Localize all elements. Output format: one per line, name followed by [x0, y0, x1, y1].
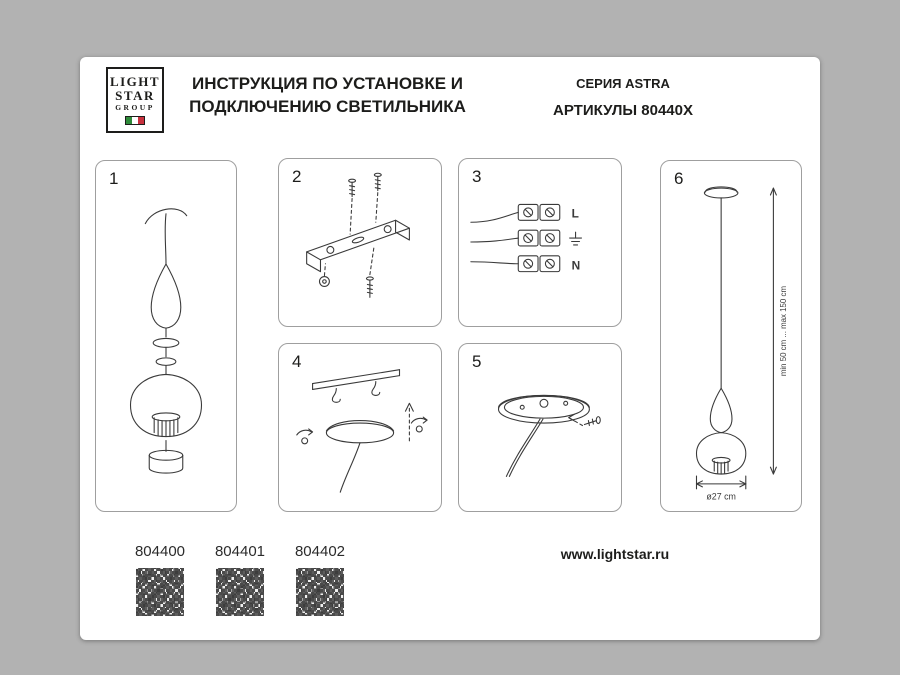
article-column: 804401: [200, 543, 280, 616]
side-screw-icon: [568, 413, 601, 427]
step-panel-2: 2: [278, 158, 442, 327]
instruction-sheet: LIGHT STAR GROUP ИНСТРУКЦИЯ ПО УСТАНОВКЕ…: [80, 57, 820, 640]
italian-flag-icon: [125, 115, 145, 125]
diameter-dimension-label: ø27 cm: [706, 492, 736, 502]
article-number: 804401: [214, 543, 266, 560]
step-panel-5: 5: [458, 343, 622, 512]
logo-line-group: GROUP: [115, 103, 155, 113]
screw-icon: [348, 178, 357, 198]
lightstar-logo: LIGHT STAR GROUP: [106, 67, 164, 133]
website-url: www.lightstar.ru: [560, 546, 670, 562]
page-title: ИНСТРУКЦИЯ ПО УСТАНОВКЕ И ПОДКЛЮЧЕНИЮ СВ…: [180, 72, 475, 119]
series-block: СЕРИЯ ASTRA АРТИКУЛЫ 80440X: [518, 76, 728, 119]
series-name: СЕРИЯ ASTRA: [576, 76, 670, 91]
step-number-5: 5: [472, 352, 482, 371]
canopy-mounting-diagram: [296, 369, 428, 493]
step-number-4: 4: [292, 352, 302, 371]
title-line-1: ИНСТРУКЦИЯ ПО УСТАНОВКЕ И: [192, 74, 463, 93]
step-panel-3: 3 L: [458, 158, 622, 327]
article-number: 804402: [294, 543, 346, 560]
step-panel-4: 4: [278, 343, 442, 512]
series-articles: АРТИКУЛЫ 80440X: [553, 102, 693, 119]
screw-icon: [373, 172, 382, 192]
step-number-3: 3: [472, 167, 482, 186]
live-wire-label: L: [572, 206, 579, 220]
height-dimension-label: min 50 cm ... max 150 cm: [779, 286, 788, 377]
step-number-2: 2: [292, 167, 302, 186]
assembled-pendant-diagram: min 50 cm ... max 150 cm ø27 cm: [695, 186, 788, 502]
bracket-mounting-diagram: [306, 172, 410, 298]
rotate-screw-icon: [410, 416, 428, 433]
qr-code: [216, 568, 264, 616]
logo-line-light: LIGHT: [109, 74, 161, 90]
anchor-screw-icon: [365, 276, 374, 298]
qr-code: [296, 568, 344, 616]
height-dimension: min 50 cm ... max 150 cm: [769, 187, 788, 475]
ceiling-cup-diagram: [497, 394, 601, 477]
step-panel-1: 1: [95, 160, 237, 512]
article-column: 804402: [280, 543, 360, 616]
step-number-6: 6: [674, 169, 684, 188]
step-number-1: 1: [109, 169, 119, 188]
article-column: 804400: [120, 543, 200, 616]
diameter-dimension: ø27 cm: [695, 475, 747, 502]
logo-line-star: STAR: [115, 88, 155, 104]
title-line-2: ПОДКЛЮЧЕНИЮ СВЕТИЛЬНИКА: [189, 97, 466, 117]
article-number: 804400: [134, 543, 186, 560]
pendant-exploded-diagram: [129, 208, 203, 474]
qr-code: [136, 568, 184, 616]
step-panel-6: 6 min 50 cm ... max 150 cm: [660, 160, 802, 512]
ground-icon: [569, 231, 583, 246]
rotate-screw-icon: [296, 428, 314, 445]
neutral-wire-label: N: [572, 259, 581, 273]
wiring-terminal-diagram: L N: [470, 203, 583, 273]
